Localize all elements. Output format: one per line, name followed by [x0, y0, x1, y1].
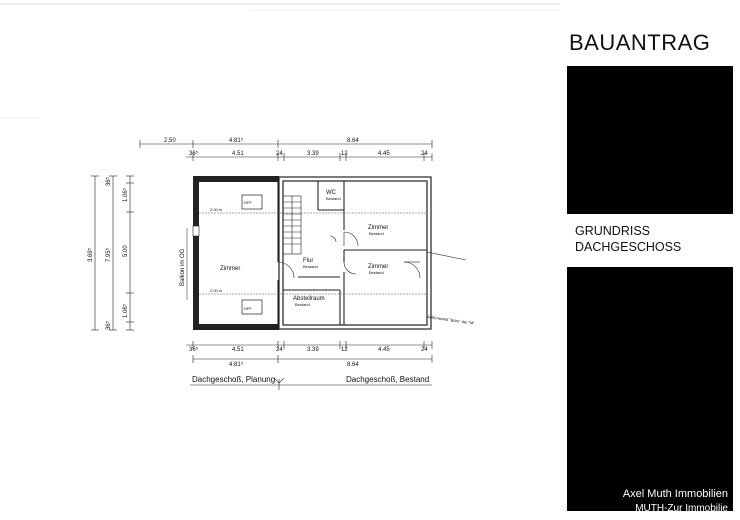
- label-height-bottom: 2.00 m: [210, 288, 223, 293]
- bottom-dimension-chain: [186, 341, 433, 363]
- room-abstellraum-sub: Bestand: [295, 302, 310, 307]
- dim-bottom-inner-4: 3.39: [307, 347, 319, 353]
- room-zimmer-bottom-right: Zimmer: [368, 264, 388, 270]
- subtitle-grundriss: GRUNDRISS: [575, 224, 651, 238]
- label-note: Außenwand "Büro" der "M": [427, 314, 476, 326]
- dim-top-inner-2: 4.51: [232, 151, 244, 157]
- redacted-area-bottom: [567, 267, 733, 511]
- dim-left-mid: 7.95⁵: [105, 247, 112, 262]
- dim-left-outer: 3.69⁵: [87, 247, 94, 262]
- subtitle-dachgeschoss: DACHGESCHOSS: [575, 240, 682, 254]
- watermark-line1: Axel Muth Immobilien: [622, 488, 728, 500]
- room-wc: WC: [326, 190, 337, 196]
- room-zimmer-top-right: Zimmer: [368, 225, 388, 231]
- room-flur: Flur: [303, 258, 313, 264]
- dim-bottom-outer-right: 8.64: [347, 362, 359, 368]
- room-abstellraum: Abstellraum: [293, 296, 325, 302]
- dim-bottom-inner-2: 4.51: [232, 347, 244, 353]
- dim-left-bottom-b: 1.06⁵: [122, 303, 129, 318]
- label-dff-top: DFF: [244, 200, 252, 205]
- redacted-area-top: [567, 66, 733, 214]
- dim-left-bottom-a: 36⁵: [105, 320, 112, 330]
- dim-left-inner-total: 5.00: [123, 245, 129, 257]
- title-bauantrag: BAUANTRAG: [569, 30, 711, 55]
- dim-top-inner-3: 24: [276, 151, 283, 157]
- room-zimmer-top-right-sub: Bestand: [369, 231, 384, 236]
- dim-bottom-inner-1: 36⁵: [189, 346, 199, 353]
- dim-left-top-b: 1.06⁵: [122, 187, 129, 202]
- legend-planung: Dachgeschoß, Planung: [192, 375, 275, 384]
- walls-planung: [193, 176, 279, 330]
- dim-bottom-inner-3: 24: [276, 347, 283, 353]
- legend-line: [190, 377, 432, 390]
- label-dff-bottom: DFF: [244, 306, 252, 311]
- skylight-bottom: [241, 299, 263, 315]
- dim-top-inner-5: 12: [341, 151, 348, 157]
- staircase: [282, 195, 302, 255]
- dim-top-inner-1: 36⁵: [189, 150, 199, 157]
- room-zimmer-main: Zimmer: [220, 266, 240, 272]
- room-wc-sub: Bestand: [326, 196, 341, 201]
- dim-bottom-inner-5: 12: [341, 347, 348, 353]
- dim-bottom-outer-mid: 4.81⁵: [229, 361, 244, 368]
- roof-lines: [199, 212, 427, 295]
- dim-top-inner-7: 24: [421, 151, 428, 157]
- label-height-top: 2.00 m: [210, 207, 223, 212]
- dim-top-inner-6: 4.45: [378, 151, 390, 157]
- dim-top-outer-left: 2.50: [164, 138, 176, 144]
- label-balkon: Balkon im OG: [180, 248, 186, 286]
- dim-top-outer-mid: 4.81⁵: [229, 137, 244, 144]
- top-dimension-chain: [139, 140, 433, 161]
- door-swings: [277, 231, 467, 279]
- watermark-line2: MUTH-Zur Immobilie: [635, 503, 728, 514]
- title-block: BAUANTRAG GRUNDRISS DACHGESCHOSS: [563, 18, 735, 514]
- skylight-top: [241, 194, 263, 210]
- dim-bottom-inner-7: 24: [421, 347, 428, 353]
- dim-bottom-inner-6: 4.45: [378, 347, 390, 353]
- window-left: [192, 225, 200, 237]
- dim-top-outer-right: 8.64: [347, 138, 359, 144]
- title-subtitle: GRUNDRISS DACHGESCHOSS: [575, 223, 681, 255]
- floor-plan-drawing: 2.50 4.81⁵ 8.64 36⁵ 4.51 24 3.39 12 4.45…: [0, 3, 560, 390]
- legend-bestand: Dachgeschoß, Bestand: [346, 375, 429, 384]
- left-dimension-chain: [91, 175, 134, 331]
- interior-walls: [277, 181, 427, 325]
- room-flur-sub: Bestand: [303, 264, 318, 269]
- room-zimmer-bottom-right-sub: Bestand: [369, 270, 384, 275]
- dim-left-top-a: 36⁵: [105, 176, 112, 186]
- dim-top-inner-4: 3.39: [307, 151, 319, 157]
